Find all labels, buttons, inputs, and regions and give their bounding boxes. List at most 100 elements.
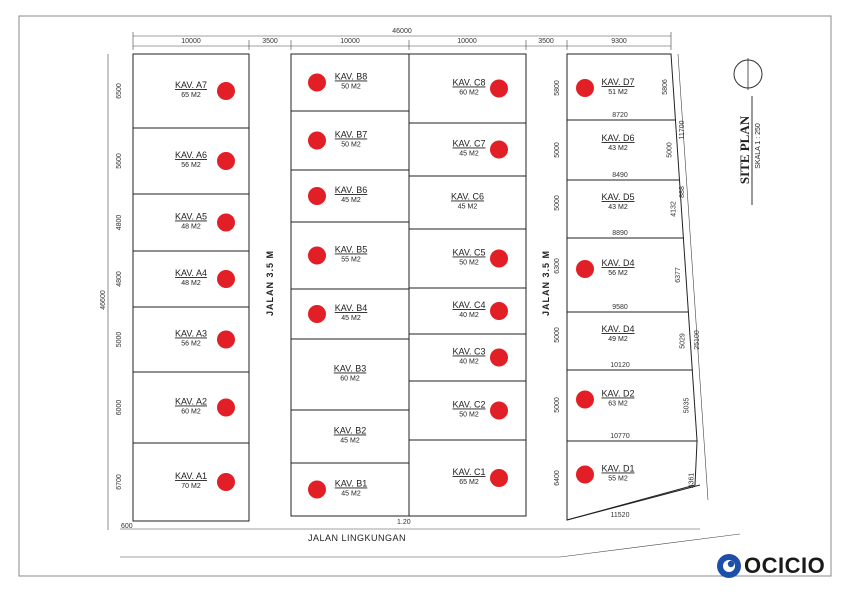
lot-name: KAV. B8: [335, 72, 368, 82]
sold-marker-icon: [490, 469, 508, 487]
sold-marker-icon: [217, 82, 235, 100]
lot-area: 43 M2: [608, 145, 628, 152]
c-side-dim: 5800: [554, 80, 561, 96]
lot-name: KAV. C2: [452, 400, 485, 410]
top-dim-road1: 3500: [262, 38, 278, 45]
bottom-center-dim: 1.20: [397, 519, 411, 526]
lot-c-6[interactable]: KAV. C3 40 M2: [408, 333, 527, 382]
lot-outline: [408, 228, 527, 289]
road-label-bottom: JALAN LINGKUNGAN: [308, 533, 406, 543]
lot-area: 45 M2: [458, 204, 478, 211]
lot-side-dim: 3361: [689, 473, 696, 489]
lot-b-1[interactable]: KAV. B8 50 M2: [290, 53, 410, 112]
lot-c-3[interactable]: KAV. C6 45 M2: [408, 175, 527, 230]
road-label-right: JALAN 3.5 M: [541, 250, 551, 316]
lot-name: KAV. B7: [335, 130, 368, 140]
c-side-dim: 6300: [554, 258, 561, 274]
site-plan-scale: SKALA 1 : 250: [755, 123, 762, 169]
lot-width-dim: 8890: [612, 230, 628, 237]
sold-marker-icon: [217, 473, 235, 491]
lot-name: KAV. D1: [601, 464, 634, 474]
lot-name: KAV. C1: [452, 467, 485, 477]
lot-area: 65 M2: [181, 92, 201, 99]
top-dim-c: 10000: [457, 38, 477, 45]
lot-name: KAV. C6: [451, 192, 484, 202]
lot-side-dim: 5000: [666, 142, 673, 158]
lot-height-dim: 4800: [116, 215, 123, 231]
ocicio-logo-text: OCICIO: [744, 553, 826, 578]
lot-outline: [132, 193, 250, 252]
lot-width-dim: 11520: [611, 512, 630, 519]
d-outer-dim: 25100: [694, 330, 701, 350]
lot-name: KAV. B4: [335, 303, 368, 313]
lot-area: 40 M2: [459, 312, 479, 319]
d-outer-boundary: [677, 53, 709, 501]
lot-name: KAV. B6: [335, 185, 368, 195]
lot-name: KAV. B1: [335, 479, 368, 489]
lot-name: KAV. C3: [452, 347, 485, 357]
c-side-dim: 5000: [554, 327, 561, 343]
lot-area: 40 M2: [459, 359, 479, 366]
sold-marker-icon: [217, 270, 235, 288]
top-dim-a: 10000: [181, 38, 201, 45]
sold-marker-icon: [308, 131, 326, 150]
lot-area: 48 M2: [181, 280, 201, 287]
lot-outline: [290, 338, 410, 411]
lot-name: KAV. D4: [601, 258, 634, 268]
lot-height-dim: 5000: [116, 332, 123, 348]
lot-outline: [408, 53, 527, 124]
lot-outline: [408, 122, 527, 177]
sold-marker-icon: [576, 390, 594, 409]
lot-area: 56 M2: [181, 341, 201, 348]
ocicio-logo-icon: [717, 554, 741, 578]
lot-area: 50 M2: [341, 142, 361, 149]
lot-outline: [408, 333, 527, 382]
lot-area: 50 M2: [341, 84, 361, 91]
d-outer-dim: 11700: [679, 120, 686, 139]
lot-outline: [408, 287, 527, 335]
lot-area: 56 M2: [181, 162, 201, 169]
lot-height-dim: 5600: [116, 153, 123, 169]
road-bottom-angled-line: [559, 533, 741, 558]
lot-height-dim: 4800: [116, 271, 123, 287]
c-side-dim: 5000: [554, 195, 561, 211]
lot-b-2[interactable]: KAV. B7 50 M2: [290, 110, 410, 171]
sold-marker-icon: [308, 480, 326, 499]
lot-name: KAV. A7: [175, 80, 207, 90]
lot-area: 60 M2: [459, 90, 479, 97]
sold-marker-icon: [490, 140, 508, 159]
lot-width-dim: 8490: [612, 172, 628, 179]
sold-marker-icon: [217, 213, 235, 232]
lot-area: 45 M2: [459, 151, 479, 158]
sold-marker-icon: [308, 305, 326, 323]
lot-area: 55 M2: [341, 257, 361, 264]
